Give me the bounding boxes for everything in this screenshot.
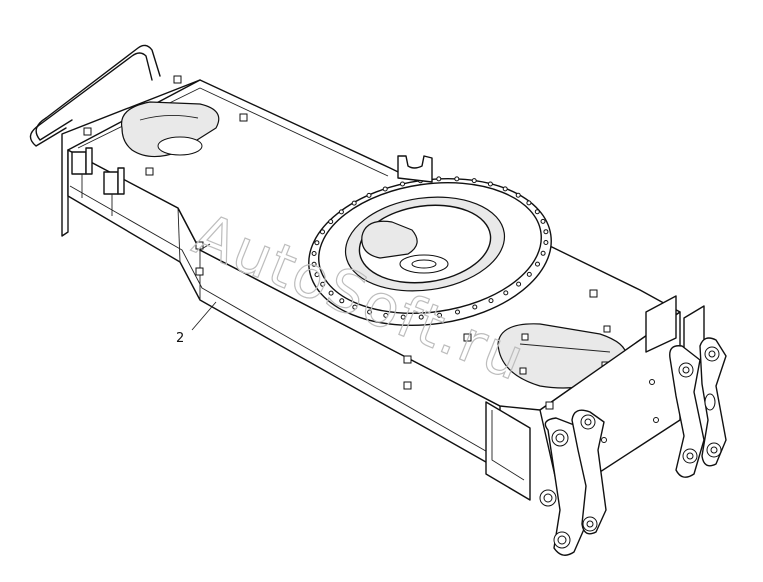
ring-bolt-hole (534, 209, 540, 215)
ring-bolt-hole (488, 298, 494, 304)
ring-bolt-hole (455, 309, 460, 315)
ring-bolt-hole (352, 304, 358, 310)
lifting-lug (397, 155, 433, 183)
plate-bolts (83, 75, 659, 443)
ring-bolt-hole (367, 309, 373, 315)
ring-bolt-hole (400, 181, 405, 187)
ring-bolt-hole (472, 304, 478, 310)
ring-bolt-hole (320, 229, 325, 235)
ring-bolt-hole (471, 178, 477, 184)
ring-bolt-hole (383, 312, 389, 318)
ring-bolt-hole (535, 261, 540, 267)
side-brackets (71, 147, 125, 216)
ring-bolt-hole (351, 200, 357, 206)
ring-bolt-hole (437, 312, 442, 318)
callout-2-label: 2 (176, 331, 184, 346)
ring-bolt-hole (418, 314, 424, 320)
ring-bolt-hole (314, 272, 320, 278)
ring-bolt-hole (436, 176, 442, 182)
hinge-link-right (669, 337, 727, 478)
ring-bolt-hole (454, 176, 460, 182)
hinge-link-left (539, 409, 607, 556)
ring-bolt-hole (526, 271, 532, 277)
ring-bolt-hole (366, 192, 372, 198)
ring-bolt-hole (339, 298, 345, 304)
ring-bolt-hole (400, 314, 406, 320)
ring-bolt-hole (314, 240, 320, 246)
front-oval-cutout (120, 101, 220, 158)
handrail (29, 44, 161, 147)
ring-bolt-hole (320, 281, 326, 287)
ring-bolt-hole (328, 219, 334, 225)
ring-bolt-hole (311, 261, 317, 267)
callout-2: 2 (176, 301, 217, 346)
ring-bolt-hole (540, 250, 546, 256)
ring-bolt-hole (515, 192, 521, 198)
ring-bolt-hole (328, 290, 334, 296)
ring-bolt-hole (526, 200, 532, 206)
slewing-ring (308, 176, 552, 326)
ring-bolt-hole (487, 181, 493, 187)
ring-bolt-hole (502, 186, 508, 192)
ring-bolt-hole (540, 218, 546, 224)
ring-bolt-hole (338, 209, 344, 215)
ring-bolt-hole (503, 290, 509, 296)
ring-bolt-hole (543, 229, 549, 235)
ring-bolt-hole (382, 186, 388, 192)
ring-bolt-hole (543, 240, 549, 245)
ring-bolt-hole (516, 281, 522, 287)
ring-bolt-hole (311, 251, 317, 256)
